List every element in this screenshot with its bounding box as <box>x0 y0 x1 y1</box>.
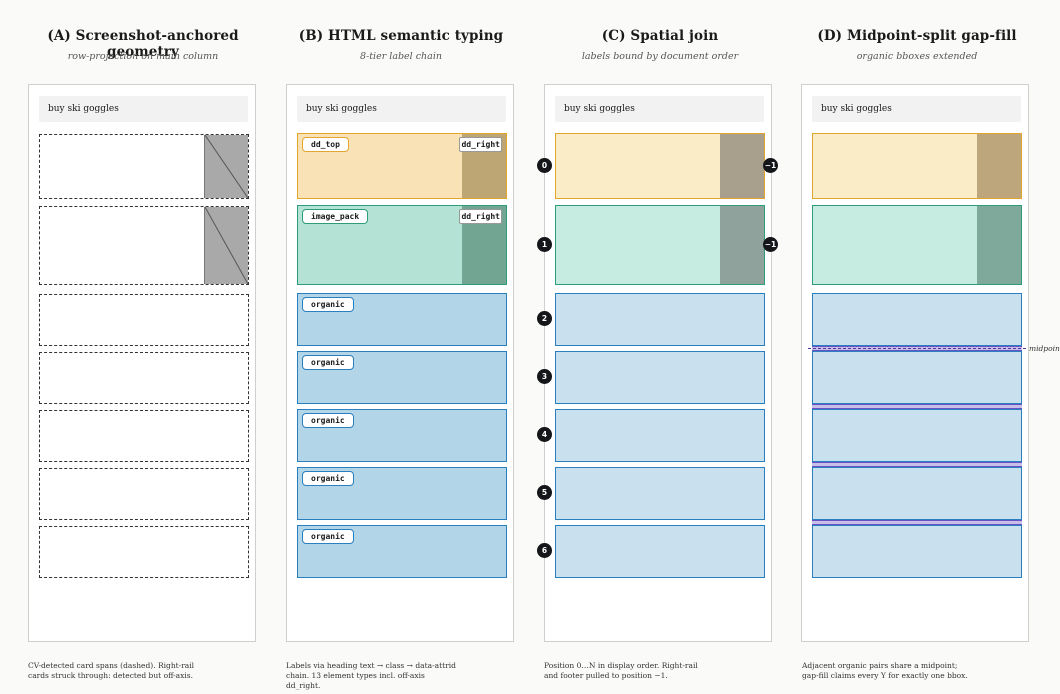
position-badge-6: 6 <box>537 543 552 558</box>
search-bar: buy ski goggles <box>812 96 1021 122</box>
organic-block: organic <box>297 525 507 578</box>
organic-block <box>812 525 1022 578</box>
image-pack-label: image_pack <box>302 209 369 224</box>
detected-card-top <box>39 134 249 199</box>
dd-top-block: dd_top dd_right <box>297 133 507 199</box>
right-rail-block <box>977 206 1021 284</box>
search-bar: buy ski goggles <box>297 96 506 122</box>
position-badge-1: 1 <box>537 237 552 252</box>
panel-b-frame: buy ski goggles dd_top dd_right image_pa… <box>286 84 514 642</box>
organic-block <box>812 351 1022 404</box>
organic-block <box>812 293 1022 346</box>
panel-a-subtitle: row-projection on main column <box>67 51 219 62</box>
dd-right-label: dd_right <box>459 137 502 152</box>
panel-b-subtitle: 8-tier label chain <box>359 51 443 62</box>
position-badge-4: 4 <box>537 427 552 442</box>
organic-label: organic <box>302 355 354 370</box>
panel-c-frame: buy ski goggles <box>544 84 772 642</box>
organic-label: organic <box>302 529 354 544</box>
organic-block <box>555 293 765 346</box>
organic-label: organic <box>302 471 354 486</box>
panel-a-frame: buy ski goggles <box>28 84 256 642</box>
panel-d-title: (D) Midpoint-split gap-fill <box>817 28 1017 44</box>
image-pack-block: image_pack dd_right <box>297 205 507 285</box>
organic-block <box>812 409 1022 462</box>
organic-block: organic <box>297 351 507 404</box>
detected-card-organic <box>39 468 249 520</box>
image-pack-block <box>812 205 1022 285</box>
dd-top-block <box>812 133 1022 199</box>
struck-right-rail <box>204 135 248 198</box>
panel-b-title: (B) HTML semantic typing <box>298 28 504 44</box>
gap-fill-band <box>812 404 1022 409</box>
panel-a-caption: CV-detected card spans (dashed). Right-r… <box>28 661 195 680</box>
position-badge-rail: −1 <box>763 158 778 173</box>
position-badge-0: 0 <box>537 158 552 173</box>
midpoint-label: midpoint <box>1029 344 1060 353</box>
gap-fill-band <box>812 462 1022 467</box>
panel-d-caption: Adjacent organic pairs share a midpoint;… <box>802 661 968 680</box>
organic-block <box>555 409 765 462</box>
organic-block <box>555 351 765 404</box>
gap-fill-band <box>812 520 1022 525</box>
panel-a-title: (A) Screenshot-anchored geometry <box>47 28 239 60</box>
panel-b-caption: Labels via heading text → class → data-a… <box>286 661 456 690</box>
panel-c-title: (C) Spatial join <box>601 28 719 44</box>
organic-block: organic <box>297 293 507 346</box>
midpoint-line <box>808 348 1026 349</box>
dd-top-label: dd_top <box>302 137 349 152</box>
detected-card-organic <box>39 352 249 404</box>
organic-block: organic <box>297 409 507 462</box>
position-badge-5: 5 <box>537 485 552 500</box>
dd-top-block <box>555 133 765 199</box>
organic-block <box>812 467 1022 520</box>
organic-block <box>555 525 765 578</box>
image-pack-block <box>555 205 765 285</box>
detected-card-organic <box>39 526 249 578</box>
right-rail-block <box>977 134 1021 198</box>
detected-card-organic <box>39 294 249 346</box>
position-badge-rail: −1 <box>763 237 778 252</box>
right-rail-block <box>720 134 764 198</box>
organic-label: organic <box>302 413 354 428</box>
panel-c-caption: Position 0…N in display order. Right-rai… <box>544 661 698 680</box>
organic-block: organic <box>297 467 507 520</box>
search-bar: buy ski goggles <box>555 96 764 122</box>
struck-right-rail <box>204 207 248 284</box>
position-badge-3: 3 <box>537 369 552 384</box>
dd-right-label: dd_right <box>459 209 502 224</box>
position-badge-2: 2 <box>537 311 552 326</box>
right-rail-block <box>720 206 764 284</box>
panel-c-subtitle: labels bound by document order <box>581 51 739 62</box>
strike-line <box>205 207 248 284</box>
detected-card-image-pack <box>39 206 249 285</box>
organic-block <box>555 467 765 520</box>
panel-d-subtitle: organic bboxes extended <box>856 51 978 62</box>
strike-line <box>205 135 248 198</box>
panel-d-frame: buy ski goggles <box>801 84 1029 642</box>
detected-card-organic <box>39 410 249 462</box>
organic-label: organic <box>302 297 354 312</box>
search-bar: buy ski goggles <box>39 96 248 122</box>
